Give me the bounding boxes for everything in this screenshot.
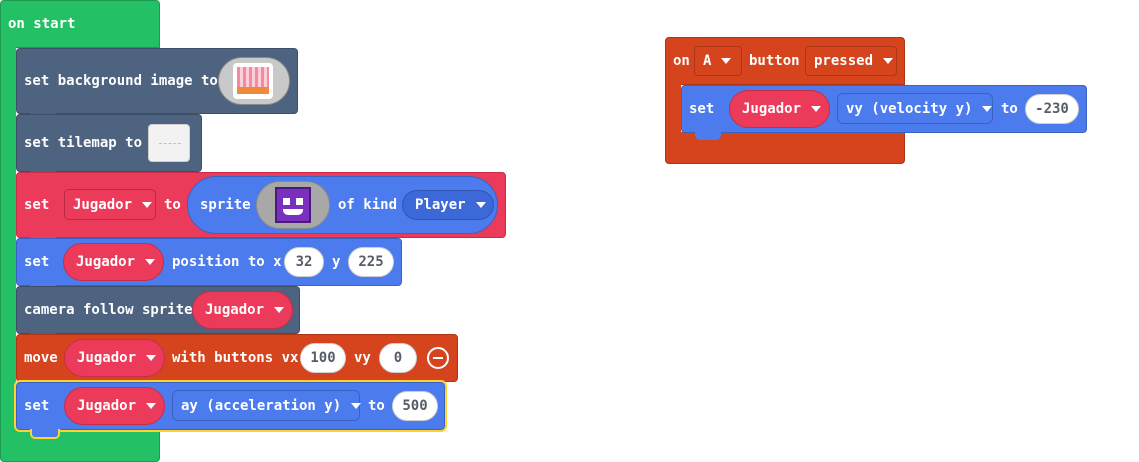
sprite-image-field[interactable]: [256, 181, 330, 229]
velocity-value-input[interactable]: -230: [1025, 94, 1079, 124]
of-kind-keyword: of kind: [338, 197, 398, 213]
set-keyword: set: [24, 197, 50, 213]
sprite-keyword: sprite: [200, 197, 251, 213]
on-start-block[interactable]: [0, 0, 160, 48]
sprite-kind-dropdown[interactable]: Player: [402, 190, 494, 220]
chevron-down-icon: [351, 402, 362, 409]
acceleration-property-dropdown[interactable]: ay (acceleration y): [172, 390, 362, 421]
vy-input[interactable]: 0: [379, 343, 417, 373]
set-keyword: set: [689, 101, 715, 117]
block-notch: [695, 132, 721, 140]
chevron-down-icon: [475, 202, 486, 208]
chevron-down-icon: [145, 259, 156, 265]
chevron-down-icon: [146, 355, 157, 361]
acceleration-value-input[interactable]: 500: [392, 391, 438, 421]
chevron-down-icon: [883, 58, 894, 64]
set-keyword: set: [24, 254, 50, 270]
velocity-property-dropdown[interactable]: vy (velocity y): [837, 93, 993, 124]
move-keyword: move: [24, 350, 58, 366]
button-event-dropdown[interactable]: pressed: [805, 46, 897, 76]
position-y-input[interactable]: 225: [348, 247, 394, 277]
to-keyword: to: [164, 197, 181, 213]
chevron-down-icon: [811, 106, 822, 112]
sprite-variable-dropdown[interactable]: Jugador: [64, 189, 156, 220]
button-keyword: button: [749, 53, 800, 69]
on-start-label: on start: [8, 16, 76, 32]
on-button-left-rail: [665, 84, 681, 134]
button-dropdown[interactable]: A: [694, 46, 742, 76]
vy-label: vy: [354, 350, 371, 366]
to-keyword: to: [368, 398, 385, 414]
position-to-x-label: position to x: [172, 254, 282, 270]
chevron-down-icon: [982, 105, 993, 112]
chevron-down-icon: [721, 58, 732, 64]
camera-follow-label: camera follow sprite: [24, 302, 193, 318]
background-image-field[interactable]: [218, 57, 290, 105]
set-tilemap-label: set tilemap to: [24, 135, 143, 151]
vx-input[interactable]: 100: [300, 343, 346, 373]
accel-sprite-variable[interactable]: Jugador: [64, 387, 165, 425]
to-keyword: to: [1001, 101, 1018, 117]
with-buttons-vx-label: with buttons vx: [172, 350, 299, 366]
camera-sprite-variable[interactable]: Jugador: [192, 291, 293, 329]
set-background-label: set background image to: [24, 73, 218, 89]
on-start-left-rail: [0, 46, 16, 416]
position-x-input[interactable]: 32: [284, 247, 324, 277]
y-label: y: [332, 254, 341, 270]
chevron-down-icon: [274, 307, 285, 313]
pink-landscape-image: [233, 63, 273, 99]
set-keyword: set: [24, 398, 50, 414]
purple-smiley-sprite: [275, 187, 311, 223]
chevron-down-icon: [142, 201, 153, 208]
chevron-down-icon: [146, 403, 157, 409]
minus-circle-icon[interactable]: [427, 347, 449, 369]
empty-tilemap-image[interactable]: [148, 124, 190, 162]
velocity-sprite-variable[interactable]: Jugador: [729, 90, 830, 128]
block-notch: [30, 429, 60, 439]
on-keyword: on: [673, 53, 690, 69]
move-sprite-variable[interactable]: Jugador: [64, 339, 165, 377]
position-sprite-variable[interactable]: Jugador: [63, 243, 164, 281]
